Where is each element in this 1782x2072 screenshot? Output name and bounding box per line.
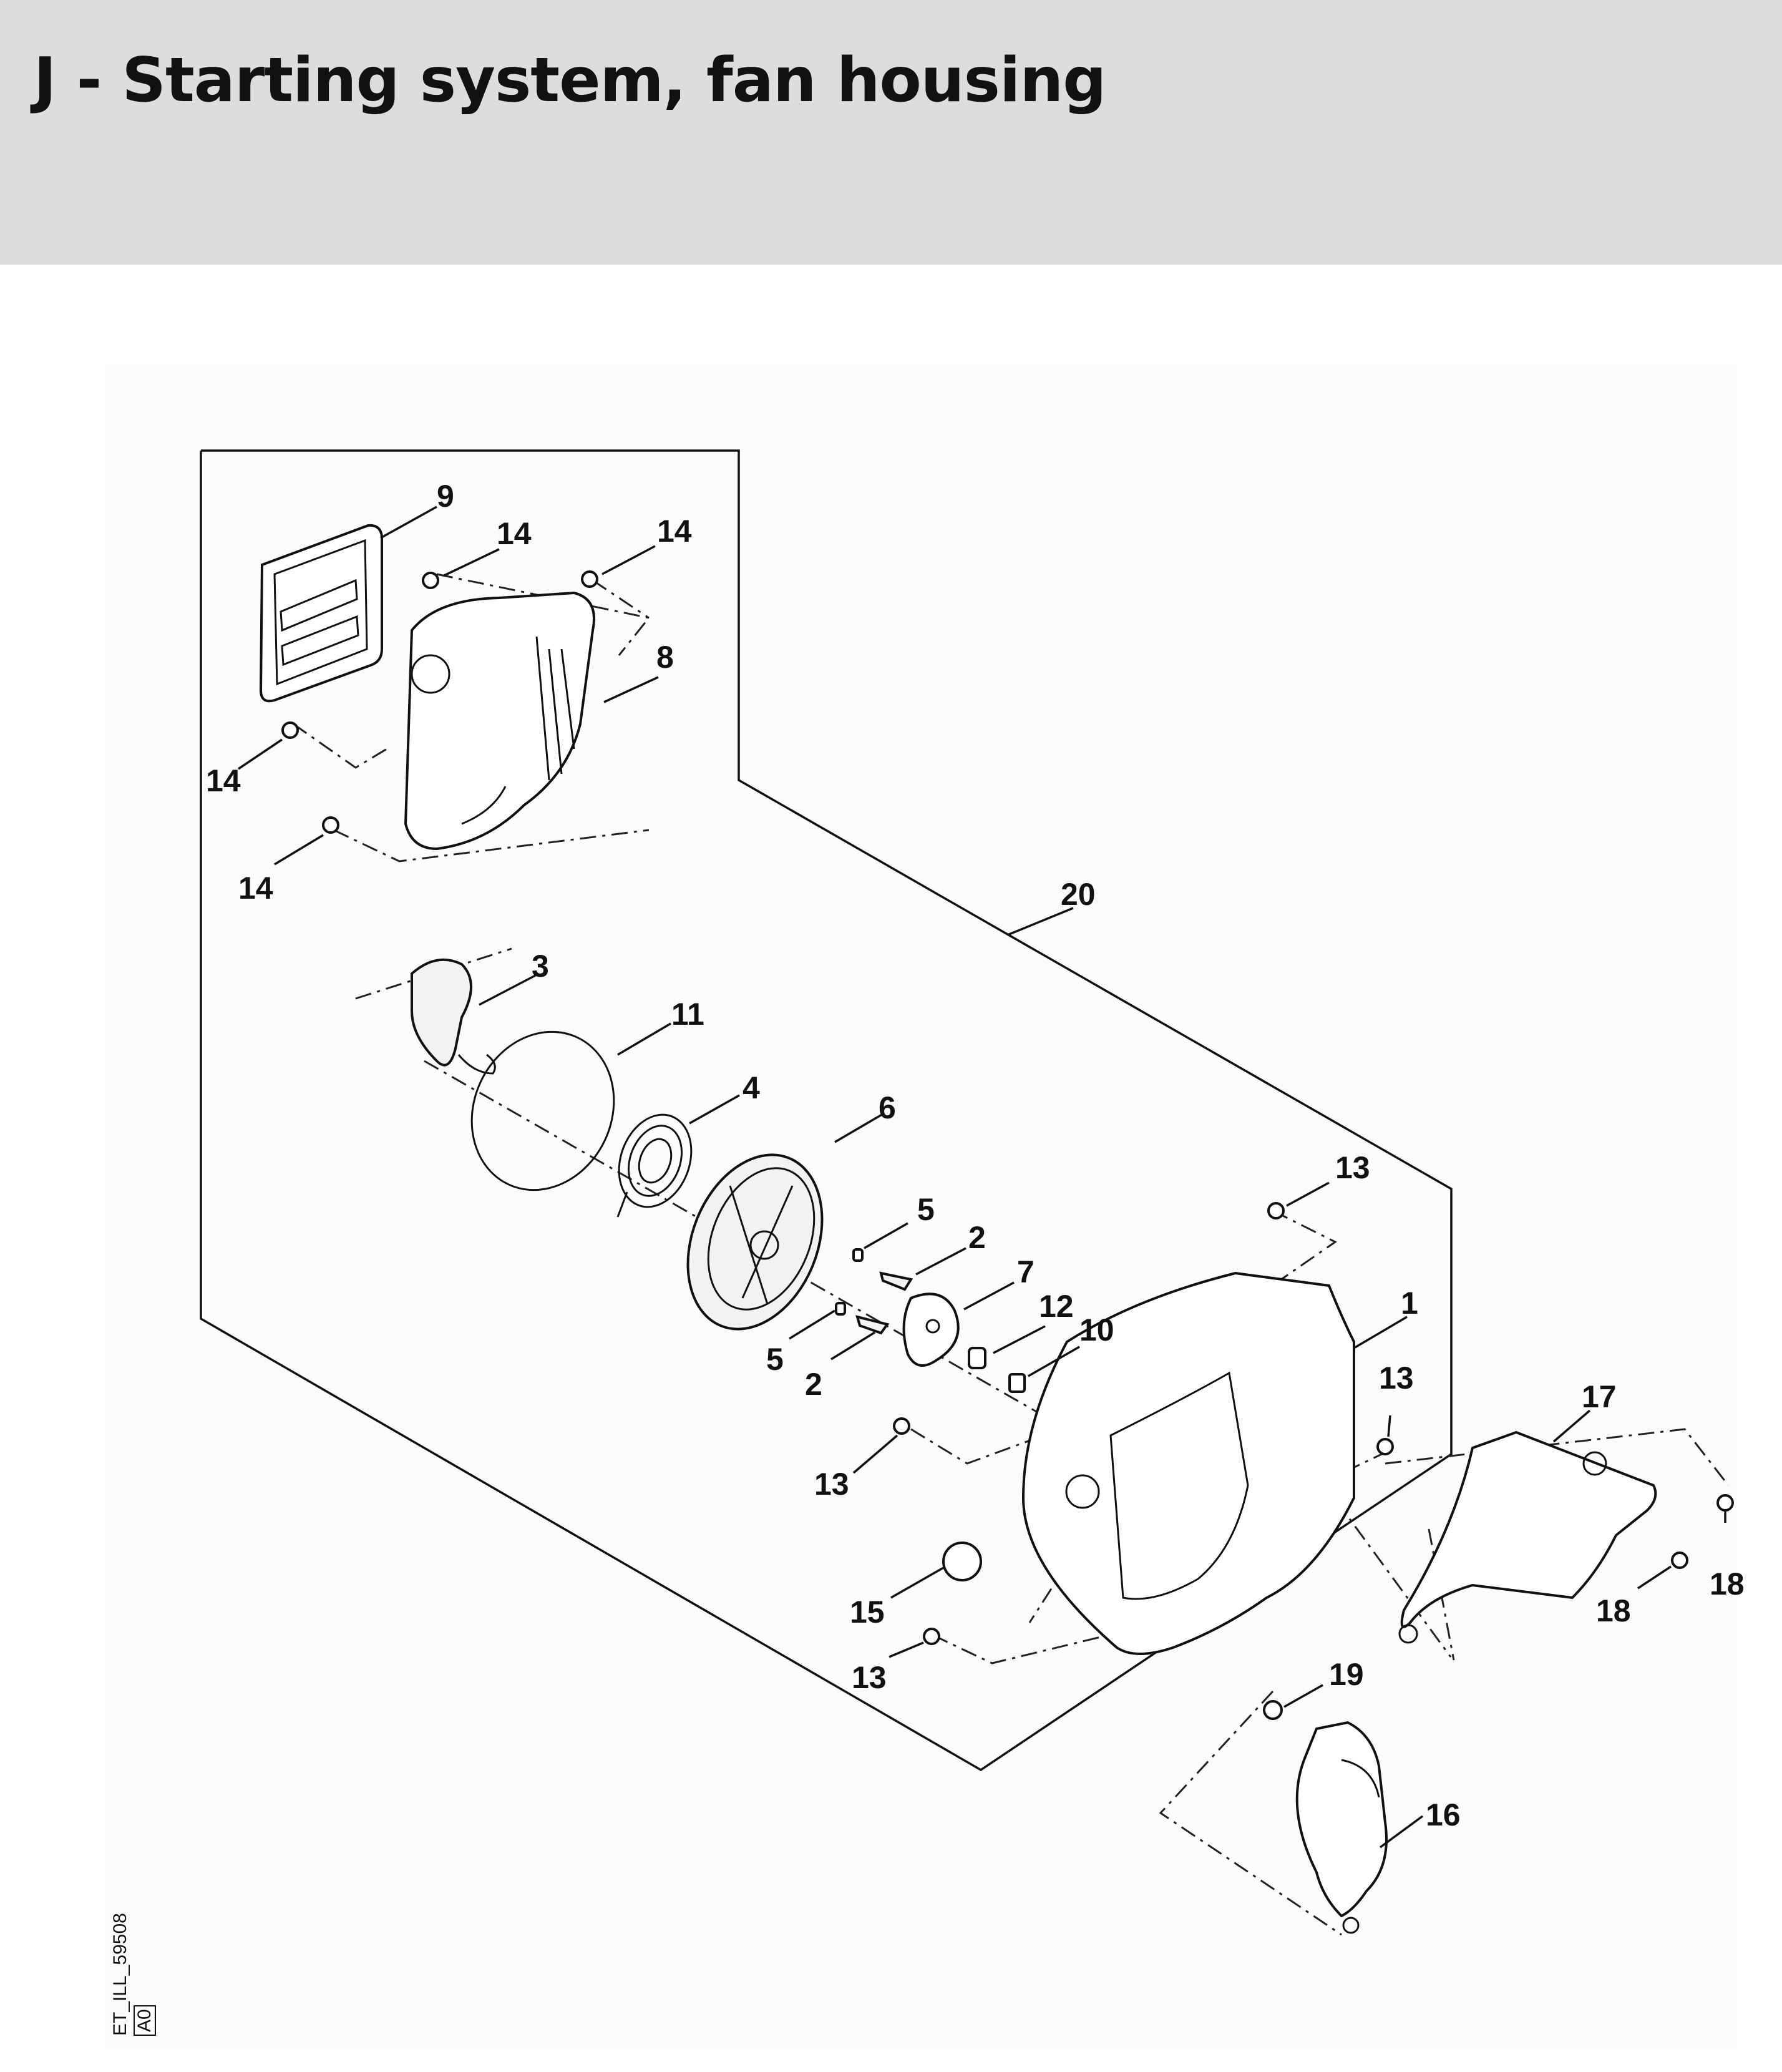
callout-3: 3 bbox=[532, 949, 549, 984]
part-14-screw-b bbox=[581, 570, 598, 588]
callout-15: 15 bbox=[850, 1595, 885, 1630]
part-12-spring bbox=[968, 1347, 986, 1369]
callout-14: 14 bbox=[497, 516, 532, 551]
part-8-starter-cover bbox=[404, 591, 595, 851]
part-13-screw-b bbox=[893, 1417, 910, 1435]
part-18-screw-b bbox=[1671, 1552, 1688, 1569]
part-9-cover-plate bbox=[259, 524, 383, 703]
part-6-rope-rotor bbox=[686, 1153, 824, 1331]
callout-2: 2 bbox=[805, 1367, 822, 1402]
illustration-id: ET_ILL_59508 bbox=[110, 1913, 130, 2036]
callout-9: 9 bbox=[437, 479, 454, 514]
part-14-screw-d bbox=[322, 816, 339, 834]
part-7-carrier bbox=[902, 1293, 960, 1367]
callout-1: 1 bbox=[1401, 1286, 1418, 1321]
callout-14: 14 bbox=[238, 871, 273, 906]
callout-20: 20 bbox=[1061, 877, 1096, 912]
leader-lines bbox=[238, 506, 1726, 1849]
part-13-screw-d bbox=[923, 1628, 940, 1645]
part-5-spring-lower bbox=[835, 1302, 846, 1316]
header-banner: J - Starting system, fan housing bbox=[0, 0, 1782, 265]
callout-14: 14 bbox=[657, 514, 692, 549]
part-13-screw-a bbox=[1267, 1202, 1285, 1219]
part-5-spring-upper bbox=[852, 1248, 864, 1262]
callout-13: 13 bbox=[852, 1660, 887, 1695]
callout-13: 13 bbox=[814, 1467, 849, 1502]
callout-5: 5 bbox=[917, 1192, 935, 1227]
callout-18: 18 bbox=[1596, 1593, 1631, 1628]
callout-6: 6 bbox=[879, 1090, 896, 1125]
page-title: J - Starting system, fan housing bbox=[34, 45, 1106, 116]
callout-8: 8 bbox=[656, 640, 674, 675]
part-14-screw-c bbox=[281, 721, 299, 739]
callout-14: 14 bbox=[206, 763, 241, 798]
part-18-screw-a bbox=[1716, 1494, 1734, 1512]
callout-2: 2 bbox=[968, 1220, 986, 1255]
assembly-frame bbox=[200, 449, 1453, 1772]
part-4-rewind-spring bbox=[616, 1113, 693, 1218]
part-15-plug bbox=[942, 1542, 982, 1581]
callout-12: 12 bbox=[1039, 1289, 1074, 1324]
callout-19: 19 bbox=[1329, 1657, 1364, 1692]
callout-5: 5 bbox=[766, 1342, 784, 1377]
part-2-pawl-upper bbox=[879, 1271, 913, 1291]
callout-10: 10 bbox=[1079, 1312, 1114, 1347]
illustration-revision: A0 bbox=[134, 2005, 156, 2036]
part-1-fan-housing bbox=[1021, 1271, 1355, 1655]
callout-4: 4 bbox=[742, 1070, 760, 1105]
callout-13: 13 bbox=[1379, 1361, 1414, 1395]
callout-17: 17 bbox=[1582, 1379, 1617, 1414]
part-11-starter-rope bbox=[470, 1030, 615, 1191]
part-10-screw bbox=[1008, 1373, 1026, 1393]
part-2-pawl-lower bbox=[855, 1315, 890, 1335]
part-13-screw-c bbox=[1376, 1438, 1394, 1455]
part-16-bracket bbox=[1295, 1721, 1388, 1934]
part-14-screw-a bbox=[422, 572, 439, 589]
callout-18: 18 bbox=[1710, 1566, 1745, 1601]
callout-7: 7 bbox=[1017, 1254, 1035, 1289]
part-3-starter-grip bbox=[411, 958, 496, 1075]
part-17-guard bbox=[1398, 1430, 1657, 1644]
callout-16: 16 bbox=[1426, 1797, 1461, 1832]
callout-11: 11 bbox=[671, 997, 704, 1032]
callout-13: 13 bbox=[1335, 1150, 1370, 1185]
part-19-screw bbox=[1263, 1700, 1283, 1720]
